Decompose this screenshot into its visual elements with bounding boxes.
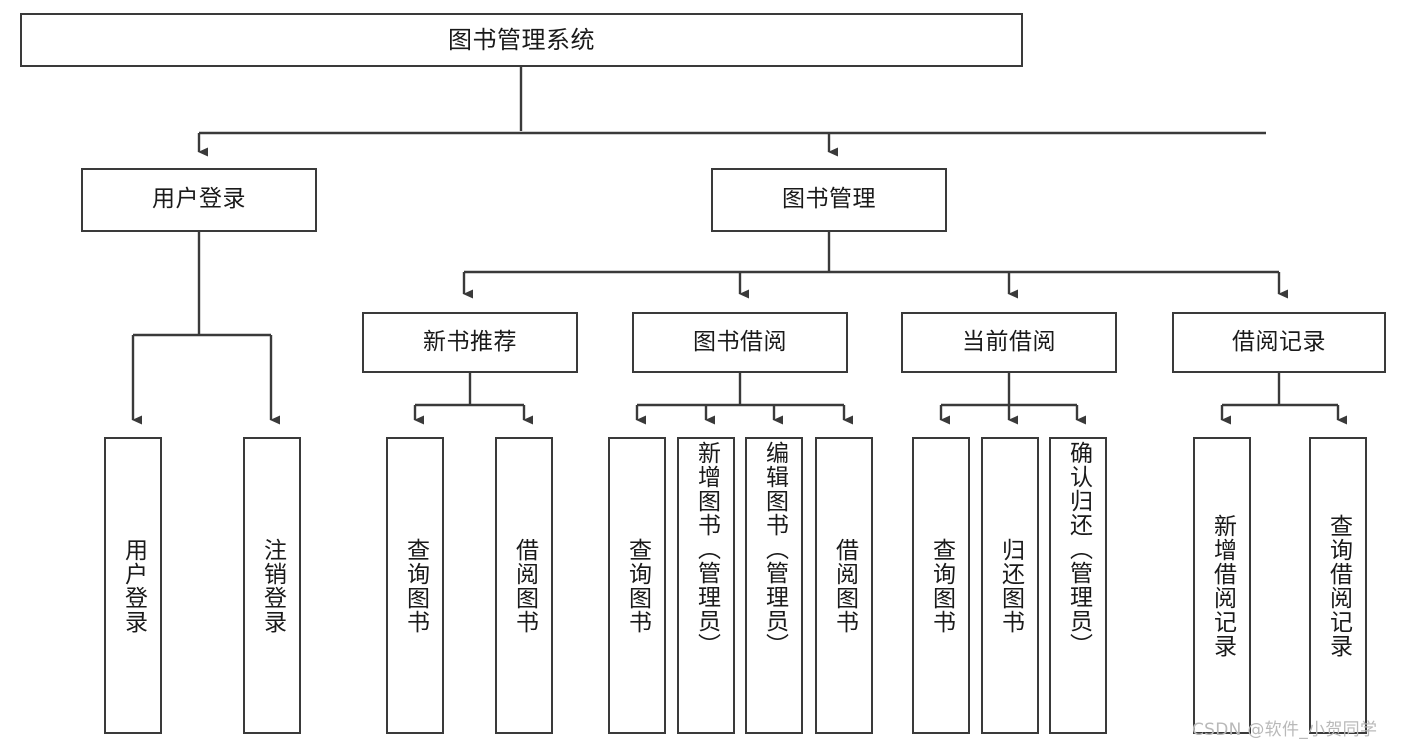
leaf-text-wrap: 查询借阅记录 [1311,439,1365,732]
node-label: 图书管理 [782,186,876,213]
leaf-borrow-record-add-record[interactable]: 新增借阅记录 [1193,437,1251,734]
leaf-label: 查询图书 [928,537,955,634]
leaf-text-wrap: 编辑图书（管理员） [747,439,801,734]
node-book-management[interactable]: 图书管理 [711,168,947,232]
leaf-text-wrap: 用户登录 [106,439,160,732]
leaf-current-borrow-confirm-return-admin[interactable]: 确认归还（管理员） [1049,437,1107,734]
leaf-label: 编辑图书（管理员） [761,441,788,657]
leaf-new-book-borrow-book[interactable]: 借阅图书 [495,437,553,734]
leaf-borrow-record-query-record[interactable]: 查询借阅记录 [1309,437,1367,734]
leaf-text-wrap: 新增图书（管理员） [679,439,733,734]
leaf-label: 归还图书 [997,537,1024,634]
node-borrow-record[interactable]: 借阅记录 [1172,312,1386,373]
node-current-borrow[interactable]: 当前借阅 [901,312,1117,373]
node-label: 用户登录 [152,186,246,213]
node-new-book-recommend[interactable]: 新书推荐 [362,312,578,373]
leaf-current-borrow-query-book[interactable]: 查询图书 [912,437,970,734]
leaf-label: 注销登录 [259,537,286,634]
node-label: 借阅记录 [1232,328,1326,355]
leaf-text-wrap: 归还图书 [983,439,1037,732]
leaf-label: 借阅图书 [831,537,858,634]
leaf-label: 查询借阅记录 [1325,513,1352,658]
leaf-text-wrap: 注销登录 [245,439,299,732]
leaf-label: 借阅图书 [511,537,538,634]
leaf-text-wrap: 借阅图书 [817,439,871,732]
leaf-text-wrap: 借阅图书 [497,439,551,732]
leaf-label: 查询图书 [402,537,429,634]
node-label: 图书管理系统 [448,25,595,54]
node-label: 新书推荐 [423,328,517,355]
leaf-label: 新增图书（管理员） [693,441,720,657]
leaf-book-borrow-edit-book-admin[interactable]: 编辑图书（管理员） [745,437,803,734]
leaf-label: 确认归还（管理员） [1065,441,1092,657]
node-book-borrow[interactable]: 图书借阅 [632,312,848,373]
leaf-logout-login[interactable]: 注销登录 [243,437,301,734]
node-root-book-management-system[interactable]: 图书管理系统 [20,13,1023,67]
leaf-text-wrap: 查询图书 [388,439,442,732]
leaf-text-wrap: 查询图书 [610,439,664,732]
leaf-new-book-query-book[interactable]: 查询图书 [386,437,444,734]
leaf-user-login[interactable]: 用户登录 [104,437,162,734]
node-label: 当前借阅 [962,328,1056,355]
node-user-login[interactable]: 用户登录 [81,168,317,232]
leaf-book-borrow-query-book[interactable]: 查询图书 [608,437,666,734]
leaf-book-borrow-borrow-book[interactable]: 借阅图书 [815,437,873,734]
leaf-label: 新增借阅记录 [1209,513,1236,658]
leaf-text-wrap: 查询图书 [914,439,968,732]
leaf-label: 查询图书 [624,537,651,634]
leaf-book-borrow-add-book-admin[interactable]: 新增图书（管理员） [677,437,735,734]
leaf-label: 用户登录 [120,537,147,634]
leaf-text-wrap: 确认归还（管理员） [1051,439,1105,734]
leaf-text-wrap: 新增借阅记录 [1195,439,1249,732]
leaf-current-borrow-return-book[interactable]: 归还图书 [981,437,1039,734]
node-label: 图书借阅 [693,328,787,355]
